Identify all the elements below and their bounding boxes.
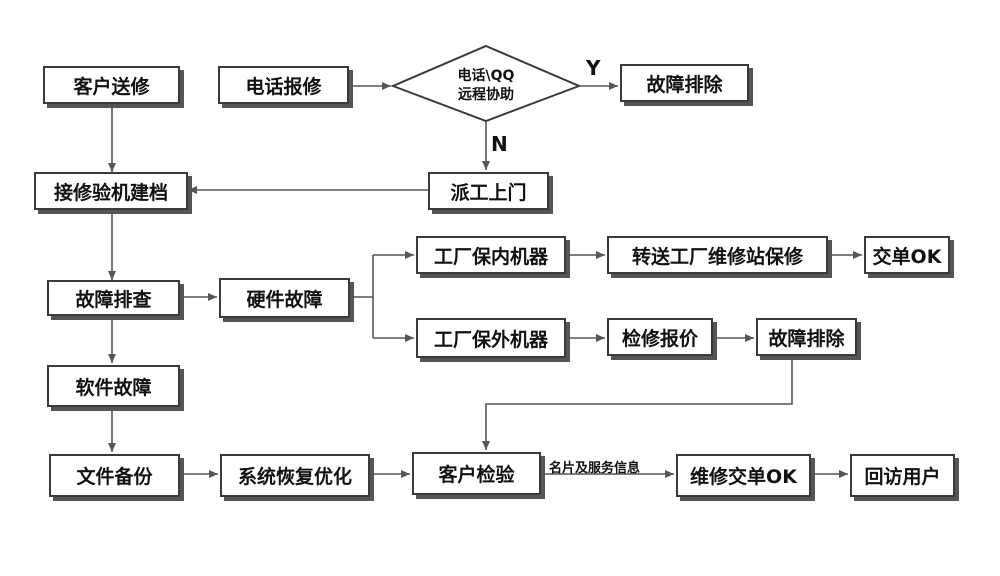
decision-line-1: 电话\QQ (457, 68, 515, 84)
node-customer-check: 客户检验 (412, 452, 541, 495)
node-customer-send: 客户送修 (43, 66, 180, 104)
node-hardware-fault: 硬件故障 (219, 278, 350, 318)
node-close-ok-top: 交单OK (864, 236, 950, 274)
node-transfer-station: 转送工厂维修站保修 (607, 236, 828, 274)
node-phone-report: 电话报修 (218, 66, 349, 104)
node-out-warranty: 工厂保外机器 (416, 318, 566, 358)
node-repair-quote: 检修报价 (607, 318, 713, 356)
node-fix-fault-mid: 故障排除 (756, 318, 857, 356)
decision-line-2: 远程协助 (458, 87, 514, 103)
node-software-fault: 软件故障 (47, 365, 180, 407)
node-system-restore: 系统恢复优化 (220, 454, 370, 497)
node-in-warranty: 工厂保内机器 (416, 236, 566, 274)
node-fix-fault-top: 故障排除 (620, 64, 749, 102)
node-repair-close-ok: 维修交单OK (676, 454, 811, 497)
node-dispatch-onsite: 派工上门 (428, 172, 549, 210)
edge-label-card-service: 名片及服务信息 (549, 461, 641, 476)
node-follow-up: 回访用户 (850, 454, 955, 497)
decision-text: 电话\QQ 远程协助 (393, 58, 579, 114)
edge-label-yes: Y (586, 56, 601, 80)
node-file-backup: 文件备份 (49, 454, 180, 497)
node-receive-inspect: 接修验机建档 (34, 172, 188, 210)
arrow-fix-to-customer-check (482, 357, 793, 450)
edge-label-no: N (491, 132, 508, 156)
node-troubleshoot: 故障排查 (47, 280, 180, 316)
